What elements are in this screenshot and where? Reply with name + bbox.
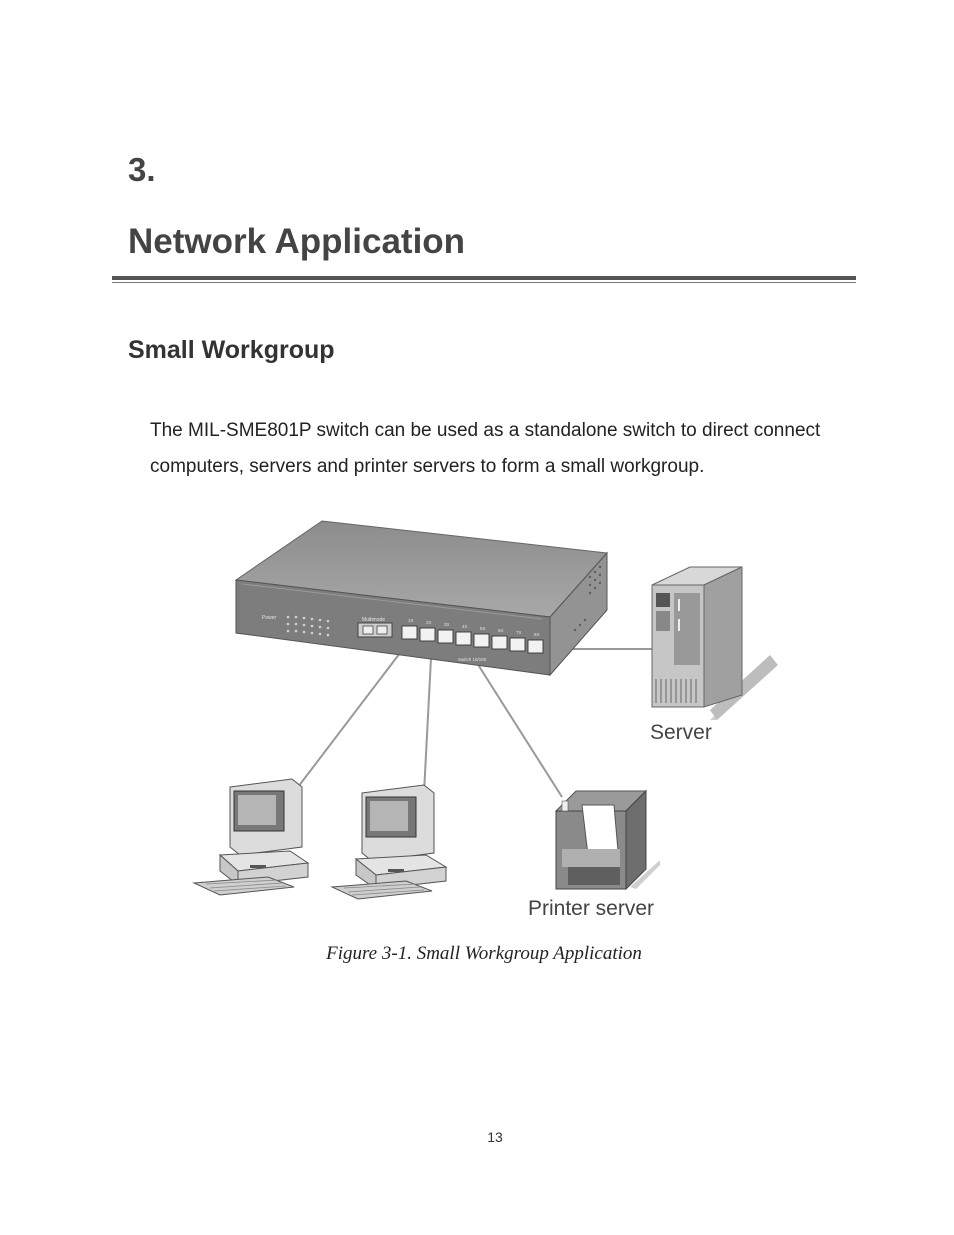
chapter-title: Network Application (128, 222, 466, 261)
port-label-1: 1X (408, 618, 414, 623)
rj45-port (455, 631, 472, 646)
port-label-6: 6X (498, 628, 504, 633)
network-diagram: Power Multimode 1X 2X 3X 4X 5X 6X 7X 8X (192, 520, 778, 920)
chapter-number: 3. (128, 151, 156, 188)
rj45-port (401, 625, 418, 640)
port-label-7: 7X (516, 630, 522, 635)
rj45-port (437, 629, 454, 644)
figure-caption: Figure 3-1. Small Workgroup Application (326, 943, 642, 964)
port-label-2: 2X (426, 620, 432, 625)
server-label: Server (650, 721, 712, 744)
port-label-8: 8X (534, 632, 540, 637)
switch-power-label: Power (262, 615, 277, 621)
rj45-port (473, 633, 490, 648)
port-label-5: 5X (480, 626, 486, 631)
switch-side (549, 551, 608, 677)
switch-multimode-label: Multimode (362, 617, 385, 623)
cable-printer (476, 662, 563, 798)
page-number: 13 (487, 1129, 503, 1145)
printer-server-label: Printer server (528, 897, 654, 920)
printer-icon (554, 789, 660, 891)
rj45-port (527, 639, 544, 654)
cable-pc-right (423, 657, 432, 794)
port-label-3: 3X (444, 622, 450, 627)
switch-port-labels: 1X 2X 3X 4X 5X 6X 7X 8X (408, 618, 540, 637)
rj45-port (419, 627, 436, 642)
rj45-port (509, 637, 526, 652)
cables (297, 648, 652, 798)
switch-rj45-ports (401, 625, 544, 654)
title-rule-thick (112, 276, 856, 280)
pc-left-icon (192, 778, 310, 896)
switch-led-grid (286, 615, 330, 637)
title-rule-thin (112, 282, 856, 283)
server-icon (651, 566, 778, 720)
port-label-4: 4X (462, 624, 468, 629)
switch-model-label: Switch 10/100 (458, 657, 487, 662)
rj45-port (491, 635, 508, 650)
pc-right-icon (330, 784, 448, 900)
network-switch: Power Multimode 1X 2X 3X 4X 5X 6X 7X 8X (234, 520, 609, 677)
switch-fiber-port (357, 622, 393, 638)
switch-side-vents (573, 565, 602, 632)
body-paragraph: The MIL-SME801P switch can be used as a … (150, 420, 821, 477)
section-title: Small Workgroup (128, 336, 335, 364)
cable-pc-left (297, 652, 401, 788)
